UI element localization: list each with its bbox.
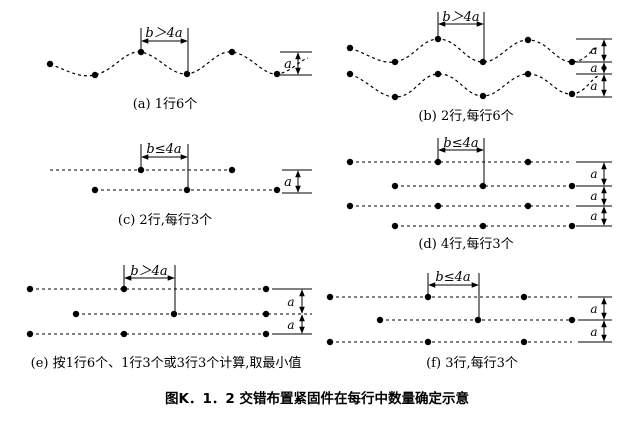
fastener-dot [26,285,34,293]
spacing-label: b≤4a [443,136,478,151]
panel-caption: (a) 1行6个 [133,97,198,112]
fastener-dot [391,93,399,101]
dimension-label: a [287,295,294,309]
panel-d: b≤4a a a a (d) 4行,每行3个 [346,136,612,252]
figure-title: 图K．1．2 交错布置紧固件在每行中数量确定示意 [165,390,469,407]
panel-f: b≤4a a a (f) 3行,每行3个 [326,270,612,371]
fastener-dot [479,222,487,230]
fastener-dot [524,202,532,210]
fastener-dot [91,186,99,194]
dimension-label: a [590,209,597,223]
dimension-label: a [590,79,597,93]
fastener-dot [424,338,432,346]
dimension-label: a [590,61,597,75]
fastener-dot [170,310,178,318]
fastener-dot [479,182,487,190]
fastener-dot [183,186,191,194]
wavy-fastener-line [349,73,599,98]
fastener-dot [434,202,442,210]
fastener-dot [262,285,270,293]
fastener-dot [520,293,528,301]
fastener-dot [72,310,80,318]
fastener-dot [524,70,532,78]
fastener-dot [520,338,528,346]
fastener-dot [262,330,270,338]
fastener-dot [26,330,34,338]
fastener-dot [228,48,236,56]
fastener-dot [120,330,128,338]
dimension-label: a [590,302,597,316]
spacing-label: b＞4a [442,10,479,25]
fastener-dot [568,90,576,98]
fastener-dot [376,316,384,324]
fastener-dot [326,293,334,301]
dimension-label: a [590,189,597,203]
panel-caption: (d) 4行,每行3个 [418,236,513,252]
fastener-dot [273,70,281,78]
fastener-dot [346,202,354,210]
spacing-label: b＞4a [145,26,182,41]
fastener-row [46,48,281,79]
fastener-dot [568,58,576,66]
fastener-dot [273,186,281,194]
dimension-label: a [590,325,597,339]
panel-caption: (e) 按1行6个、1行3个或3行3个计算,取最小值 [31,355,302,371]
dimension-label: a [284,57,292,72]
fastener-dot [391,182,399,190]
spacing-label: b＞4a [130,264,167,279]
fastener-dot [346,70,354,78]
fastener-dot [524,158,532,166]
spacing-label: b≤4a [435,270,470,285]
fastener-dot [479,58,487,66]
fastener-dot [479,92,487,100]
fastener-dot [183,70,191,78]
fastener-dot [228,166,236,174]
panel-a: b＞4a a (a) 1行6个 [46,26,312,112]
fastener-dot [346,158,354,166]
fastener-dot [46,60,54,68]
fastener-dot [391,222,399,230]
fastener-dot [474,316,482,324]
panel-caption: (c) 2行,每行3个 [118,212,212,228]
fastener-dot [524,36,532,44]
fastener-dot [346,44,354,52]
dimension-label: a [284,175,292,190]
dimension-label: a [287,318,294,332]
panel-e: b＞4a a a (e) 按1行6个、1行3个或3行3个计算,取最小值 [26,264,312,371]
panel-b: b＞4a a a a (b) 2行,每行6个 [346,10,612,124]
dimension-label: a [590,167,597,181]
panel-caption: (b) 2行,每行6个 [418,108,513,124]
fastener-dot [568,316,576,324]
fastener-dot [91,71,99,79]
fastener-dot [391,58,399,66]
panel-c: b≤4a a (c) 2行,每行3个 [50,142,312,228]
fastener-dot [568,182,576,190]
dimension-label: a [590,43,597,57]
spacing-label: b≤4a [146,142,181,157]
fastener-dot [434,70,442,78]
fastener-dot [262,310,270,318]
fastener-dot [326,338,334,346]
wavy-fastener-line [49,51,309,77]
wavy-fastener-line [349,38,599,63]
fastener-dot [568,222,576,230]
panel-caption: (f) 3行,每行3个 [426,355,518,371]
